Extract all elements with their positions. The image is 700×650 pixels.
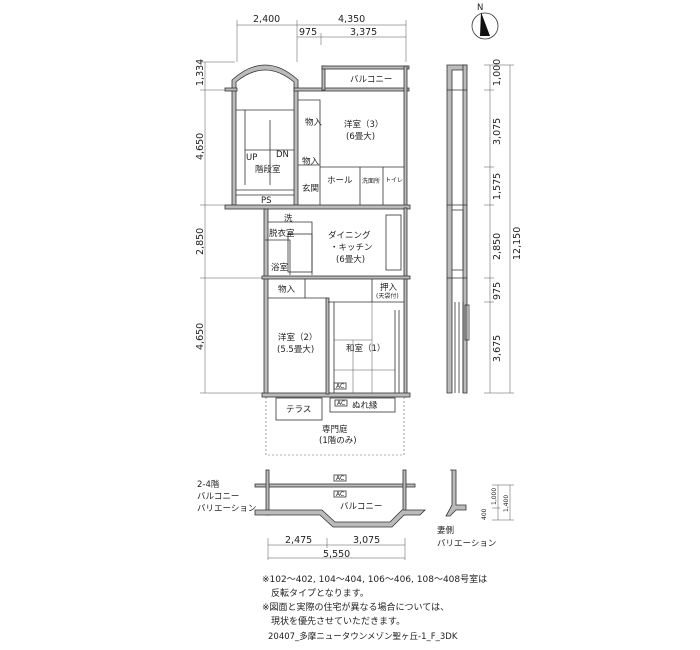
svg-text:バリエーション: バリエーション: [197, 504, 256, 514]
svg-text:(5.5畳大): (5.5畳大): [277, 344, 314, 355]
svg-text:4,650: 4,650: [195, 133, 206, 160]
svg-text:ぬれ縁: ぬれ縁: [352, 400, 378, 411]
svg-text:AC: AC: [337, 400, 345, 407]
top-dimensions: 2,400 4,350 975 3,375: [236, 14, 407, 62]
svg-text:3,075: 3,075: [492, 118, 503, 145]
svg-text:1,000: 1,000: [492, 59, 503, 86]
svg-text:1,400: 1,400: [503, 495, 510, 512]
label-garden: 専門庭: [322, 424, 348, 435]
label-bathroom: 浴室: [271, 262, 289, 273]
label-dining-kitchen: ダイニング: [328, 230, 371, 241]
note-line: 反転タイプとなります。: [262, 589, 369, 599]
svg-text:1,000: 1,000: [491, 488, 498, 505]
svg-text:1,575: 1,575: [492, 173, 503, 200]
north-compass-icon: N: [471, 3, 499, 40]
svg-text:・キッチン: ・キッチン: [330, 243, 373, 253]
svg-text:バリエーション: バリエーション: [437, 539, 496, 549]
svg-text:バルコニー: バルコニー: [340, 502, 382, 512]
svg-text:3,675: 3,675: [492, 335, 503, 362]
label-stairwell: 階段室: [255, 164, 281, 175]
left-dimensions: 1,334 4,650 2,850 4,650: [195, 59, 265, 394]
dim-3375: 3,375: [350, 27, 377, 38]
svg-text:物入: 物入: [305, 117, 323, 128]
svg-text:洗面所: 洗面所: [362, 177, 380, 185]
svg-text:(1階のみ): (1階のみ): [319, 435, 357, 446]
dim-4350: 4,350: [338, 14, 365, 25]
svg-text:2,850: 2,850: [195, 228, 206, 255]
svg-text:2,475: 2,475: [285, 535, 312, 546]
svg-text:4,650: 4,650: [195, 323, 206, 350]
label-japanese-room-1: 和室（1）: [346, 343, 385, 354]
walls: [224, 64, 411, 456]
label-balcony: バルコニー: [350, 75, 392, 85]
svg-text:3,075: 3,075: [353, 535, 380, 546]
svg-text:(6畳大): (6畳大): [346, 131, 375, 142]
svg-text:AC: AC: [336, 383, 344, 390]
dim-975: 975: [299, 27, 317, 38]
svg-text:洗: 洗: [284, 213, 293, 224]
label-entrance: 玄関: [302, 183, 319, 194]
svg-text:AC: AC: [336, 475, 344, 482]
svg-text:トイレ: トイレ: [385, 177, 403, 184]
svg-text:PS: PS: [261, 196, 272, 206]
dim-2400: 2,400: [253, 14, 280, 25]
label-western-room-3: 洋室（3）: [344, 119, 383, 130]
svg-text:400: 400: [481, 508, 488, 520]
svg-text:バルコニー: バルコニー: [197, 492, 239, 502]
balcony-variation: AC AC バルコニー 2-4階 バルコニー バリエーション 2,475 3,0…: [197, 469, 514, 560]
svg-text:5,550: 5,550: [323, 549, 350, 560]
svg-text:妻側: 妻側: [437, 525, 454, 536]
svg-text:物入: 物入: [278, 284, 296, 295]
label-western-room-2: 洋室（2）: [278, 332, 317, 343]
label-dressing-room: 脱衣室: [269, 228, 295, 239]
svg-text:(天袋付): (天袋付): [376, 292, 399, 300]
room-labels: バルコニー 物入 物入 洋室（3） (6畳大) UP DN 階段室 PS 玄関 …: [246, 75, 403, 446]
svg-text:12,150: 12,150: [512, 227, 523, 260]
svg-text:押入: 押入: [380, 282, 398, 293]
right-dimensions: 1,000 3,075 1,575 2,850 975 3,675 12,150: [484, 59, 523, 394]
note-line: ※図面と実際の住宅が異なる場合については、: [262, 603, 450, 613]
svg-text:2-4階: 2-4階: [197, 479, 220, 490]
label-hall: ホール: [327, 176, 353, 186]
footer-caption: 20407_多摩ニュータウンメゾン聖ヶ丘-1_F_3DK: [268, 632, 458, 642]
svg-text:DN: DN: [276, 150, 289, 160]
svg-text:1,334: 1,334: [195, 59, 206, 86]
note-line: ※102～402, 104～404, 106～406, 108～408号室は: [262, 575, 488, 585]
note-line: 現状を優先させていただきます。: [262, 617, 406, 627]
svg-text:UP: UP: [246, 153, 257, 163]
svg-text:(6畳大): (6畳大): [336, 254, 365, 265]
svg-text:N: N: [477, 3, 483, 13]
svg-text:AC: AC: [336, 491, 344, 498]
label-terrace: テラス: [286, 405, 311, 415]
svg-text:物入: 物入: [302, 156, 320, 167]
svg-text:975: 975: [492, 282, 503, 300]
side-elevation: [446, 64, 470, 394]
svg-text:2,850: 2,850: [492, 233, 503, 260]
